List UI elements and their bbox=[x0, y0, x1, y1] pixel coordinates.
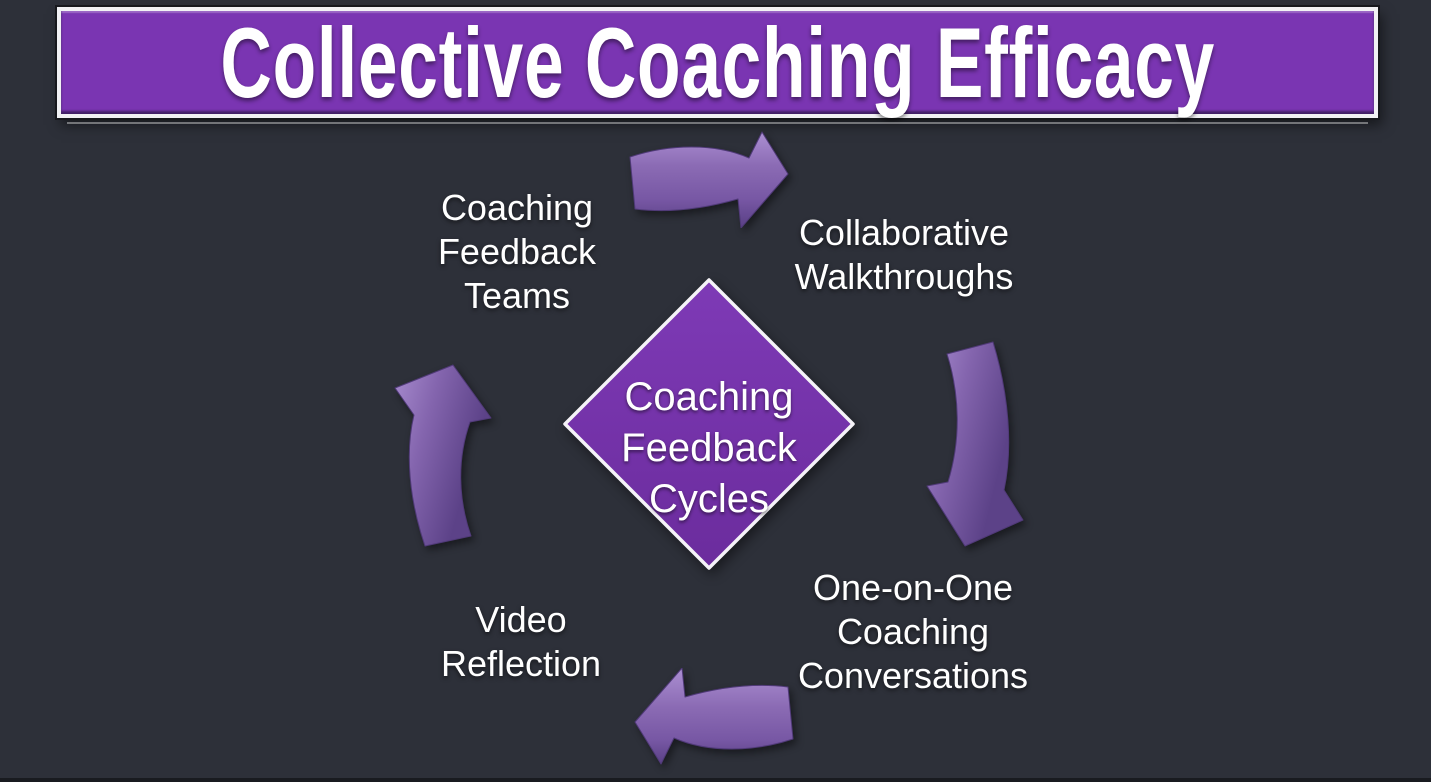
slide-title: Collective Coaching Efficacy bbox=[220, 6, 1215, 118]
diamond-label: Coaching Feedback Cycles bbox=[562, 372, 856, 525]
diamond-label-line: Cycles bbox=[648, 477, 770, 521]
label-line: Walkthroughs bbox=[794, 256, 1014, 297]
cycle-step-video-reflection: Video Reflection bbox=[396, 598, 646, 686]
cycle-step-coaching-feedback-teams: Coaching Feedback Teams bbox=[392, 186, 642, 318]
label-line: Collaborative bbox=[798, 212, 1010, 253]
diamond-shape-icon bbox=[563, 278, 855, 570]
label-line: Teams bbox=[463, 275, 571, 316]
cycle-step-collaborative-walkthroughs: Collaborative Walkthroughs bbox=[749, 211, 1059, 299]
label-line: Coaching bbox=[836, 611, 990, 652]
cycle-arrow-top-icon bbox=[629, 131, 789, 228]
diamond-label-line: Coaching bbox=[624, 375, 794, 419]
cycle-step-one-on-one-coaching-conversations: One-on-One Coaching Conversations bbox=[758, 566, 1068, 698]
title-banner: Collective Coaching Efficacy bbox=[57, 6, 1378, 124]
label-line: Video bbox=[475, 599, 567, 640]
center-diamond: Coaching Feedback Cycles bbox=[562, 277, 856, 571]
label-line: Conversations bbox=[797, 655, 1029, 696]
label-line: Feedback bbox=[437, 231, 597, 272]
cycle-arrow-left-icon bbox=[394, 364, 492, 547]
label-line: Reflection bbox=[440, 643, 602, 684]
label-line: One-on-One bbox=[812, 567, 1014, 608]
cycle-arrow-bottom-icon bbox=[634, 668, 794, 765]
cycle-arrow-right-icon bbox=[926, 341, 1024, 547]
label-line: Coaching bbox=[440, 187, 594, 228]
diamond-label-line: Feedback bbox=[621, 426, 797, 470]
